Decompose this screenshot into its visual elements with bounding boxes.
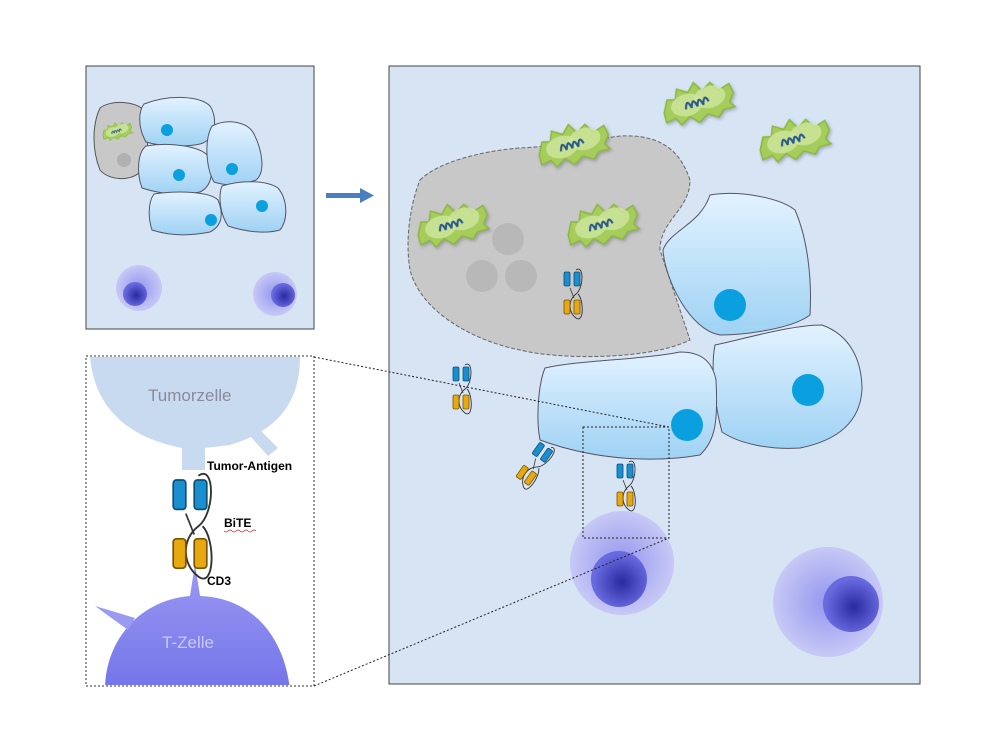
detail-tumor-cell xyxy=(90,357,300,470)
t-cell xyxy=(773,547,883,657)
label-tumor-antigen: Tumor-Antigen xyxy=(207,459,292,473)
tumor-cell xyxy=(662,192,811,336)
overview-nucleus xyxy=(173,169,185,181)
overview-debris xyxy=(117,153,131,167)
detail-panel: Tumorzelle Tumor-Antigen BiTE CD3 T-Zell… xyxy=(85,355,315,687)
debris xyxy=(505,260,537,292)
nucleus xyxy=(671,409,703,441)
overview-tumor-cell xyxy=(138,143,212,195)
debris xyxy=(492,223,524,255)
nucleus xyxy=(714,289,746,321)
overview-nucleus xyxy=(205,214,217,226)
nucleus xyxy=(792,374,824,406)
spellcheck-underline xyxy=(223,529,257,533)
tumor-cell xyxy=(712,324,863,449)
debris xyxy=(466,260,498,292)
overview-tumor-cell xyxy=(206,121,263,186)
overview-nucleus xyxy=(226,163,238,175)
overview-t-cell xyxy=(116,265,162,311)
tumor-cell-bound xyxy=(537,351,718,460)
overview-nucleus xyxy=(256,200,268,212)
detail-t-cell-protrusion xyxy=(95,606,135,630)
label-tumor-cell: Tumorzelle xyxy=(148,386,231,405)
zoom-line-top xyxy=(313,356,670,428)
overview-tumor-cell xyxy=(148,191,222,236)
label-bite: BiTE xyxy=(224,516,251,530)
label-t-cell: T-Zelle xyxy=(162,633,214,652)
overview-tumor-cell xyxy=(139,96,216,147)
t-cell-engaged xyxy=(570,511,674,615)
overview-tumor-cells xyxy=(138,96,287,236)
zoom-indicator xyxy=(313,356,670,687)
zoom-box xyxy=(582,426,670,539)
overview-nucleus xyxy=(161,124,173,136)
main-panel xyxy=(388,65,921,685)
detail-tumor-protrusion xyxy=(250,428,278,456)
overview-panel xyxy=(85,65,315,330)
right-arrow-icon xyxy=(326,188,374,203)
overview-tumor-cell xyxy=(219,181,287,233)
label-cd3: CD3 xyxy=(207,574,231,588)
detail-t-cell xyxy=(105,564,290,685)
zoom-line-bottom xyxy=(313,537,670,687)
overview-t-cell xyxy=(253,272,297,316)
